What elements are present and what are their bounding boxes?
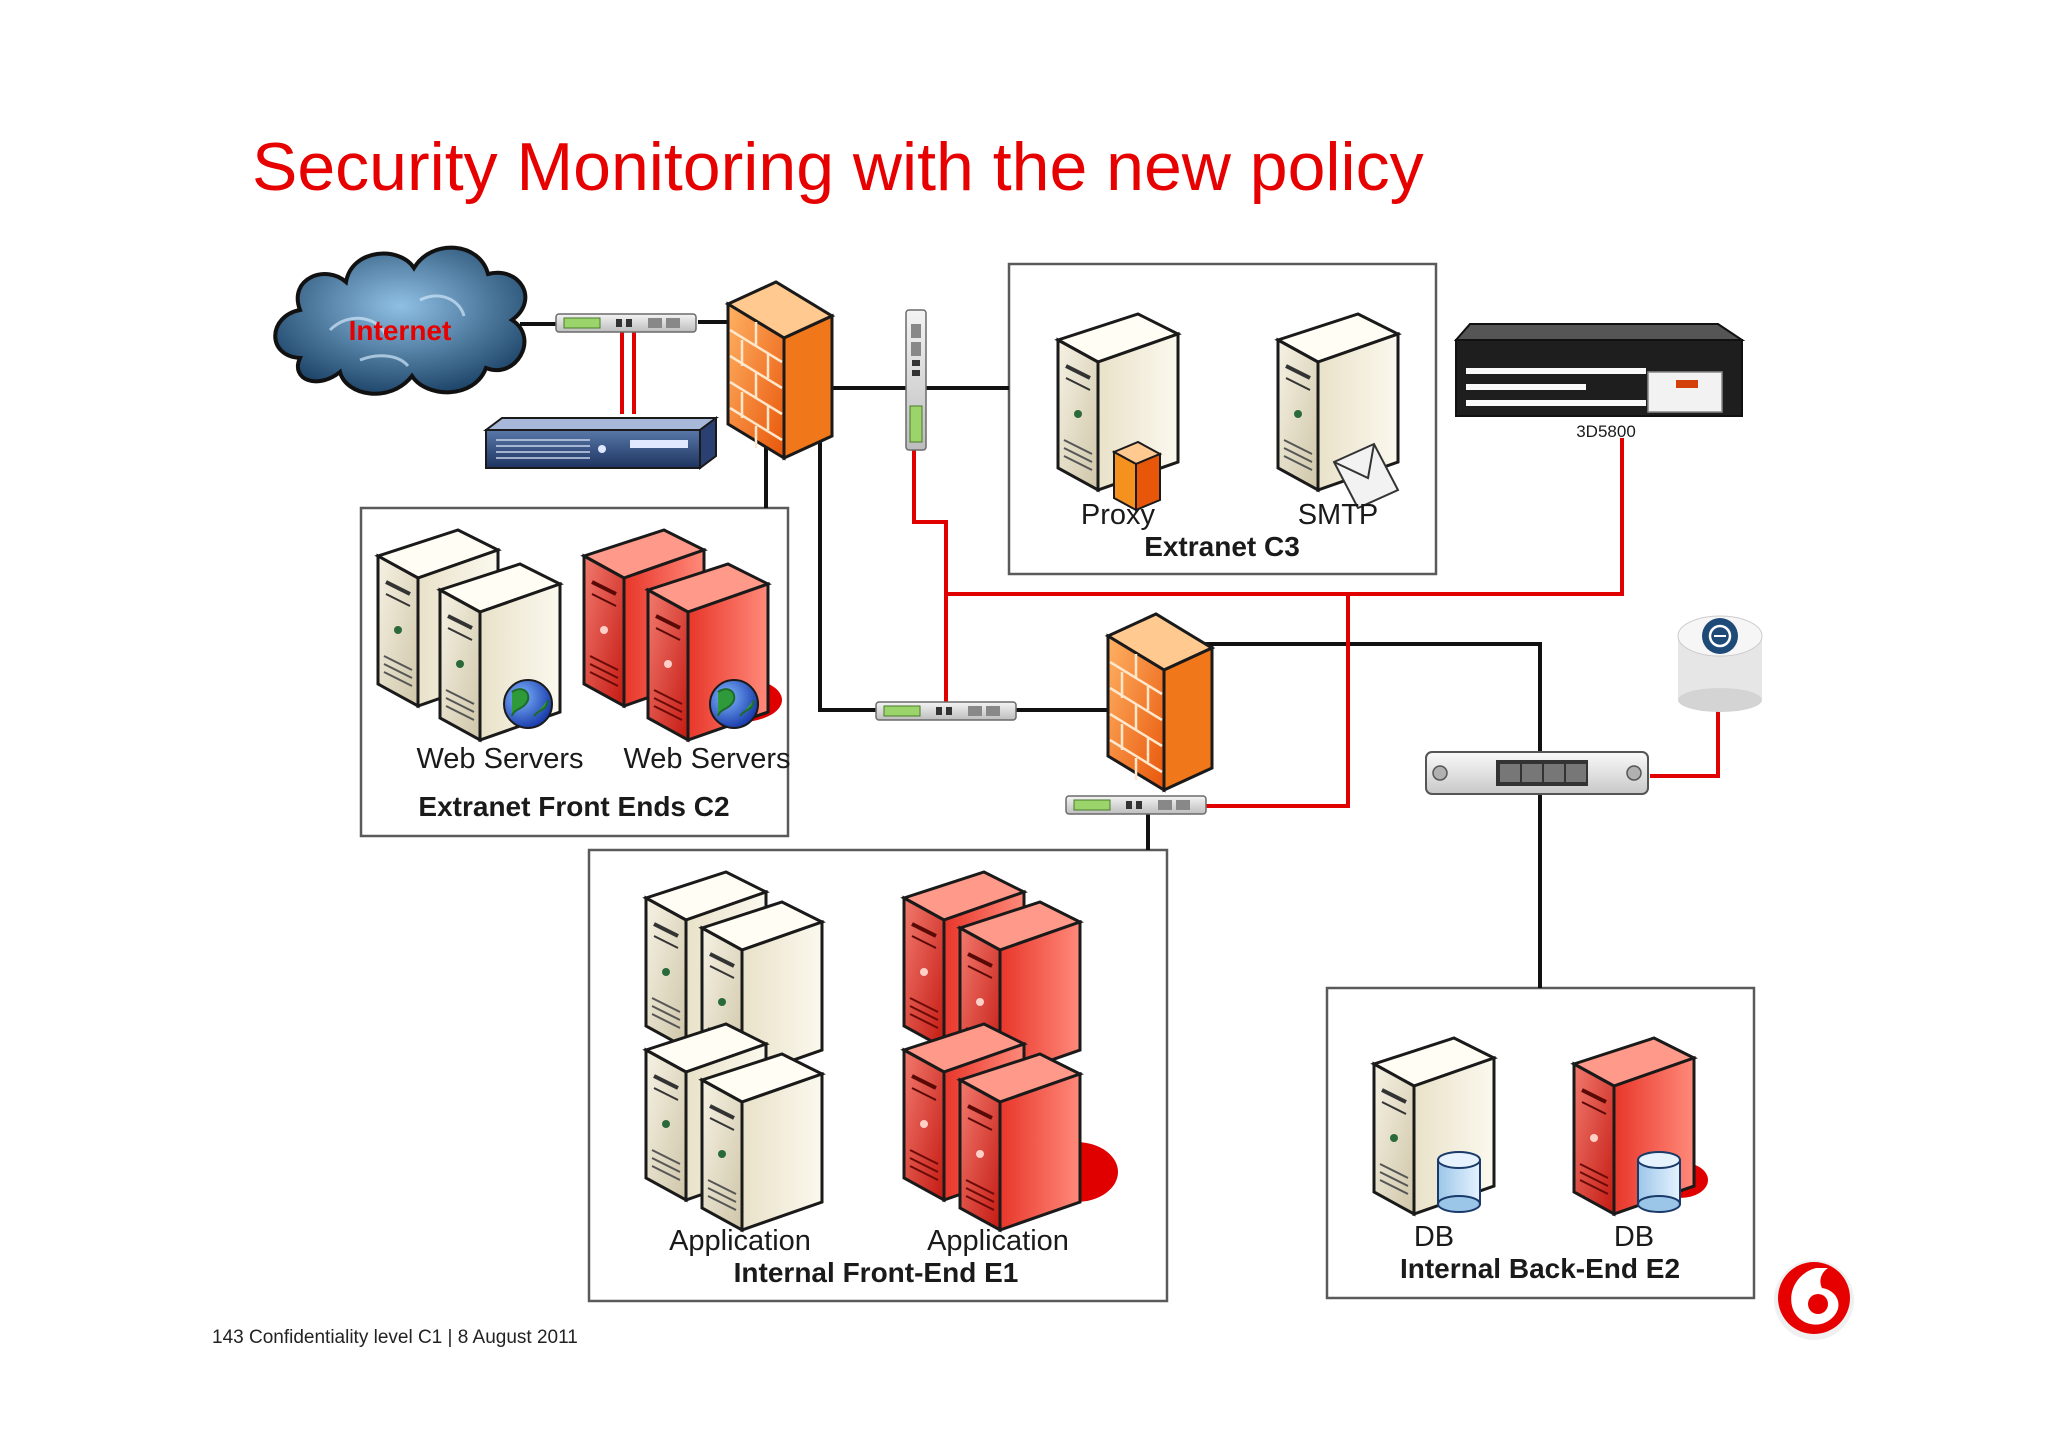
appliance-label: 3D5800: [1576, 422, 1636, 441]
application-label-1: Application: [669, 1225, 811, 1257]
db-label-2: DB: [1614, 1221, 1654, 1253]
monitoring-server: [483, 416, 719, 470]
database-icon: [1437, 1151, 1481, 1213]
firewall-internal: [1106, 612, 1214, 792]
appliance-3d5800: [1453, 323, 1746, 417]
network-tap-vertical: [905, 309, 927, 451]
web-servers-label-1: Web Servers: [416, 743, 583, 775]
zone-title-internal-back-end: Internal Back-End E2: [1400, 1253, 1680, 1284]
slide-footer: 143 Confidentiality level C1 | 8 August …: [212, 1327, 578, 1348]
collector-device: [1677, 615, 1763, 712]
monitoring-links: [620, 332, 1720, 808]
slide-title: Security Monitoring with the new policy: [252, 129, 1424, 205]
firewall-perimeter: [726, 280, 834, 460]
globe-icon: [503, 679, 553, 729]
zone-title-internal-front-end: Internal Front-End E1: [734, 1257, 1019, 1288]
database-icon: [1637, 1151, 1681, 1213]
internet-cloud: [273, 245, 528, 396]
smtp-envelope-icon: [1332, 442, 1400, 510]
app-server-red-4: [958, 1052, 1082, 1232]
network-tap-middle: [875, 701, 1017, 721]
network-tap-lower: [1065, 795, 1207, 815]
zone-title-extranet-front-ends: Extranet Front Ends C2: [418, 791, 729, 822]
network-switch: [1425, 751, 1649, 795]
app-server-beige-4: [700, 1052, 824, 1232]
db-label-1: DB: [1414, 1221, 1454, 1253]
vodafone-logo: [1774, 1260, 1854, 1340]
application-label-2: Application: [927, 1225, 1069, 1257]
network-tap-internet: [555, 313, 697, 333]
proxy-label: Proxy: [1081, 499, 1156, 531]
globe-icon: [709, 679, 759, 729]
web-servers-label-2: Web Servers: [623, 743, 790, 775]
zone-title-extranet-c3: Extranet C3: [1144, 531, 1300, 562]
smtp-label: SMTP: [1298, 499, 1379, 531]
internet-label: Internet: [349, 315, 452, 346]
proxy-firewall-badge: [1111, 440, 1163, 512]
